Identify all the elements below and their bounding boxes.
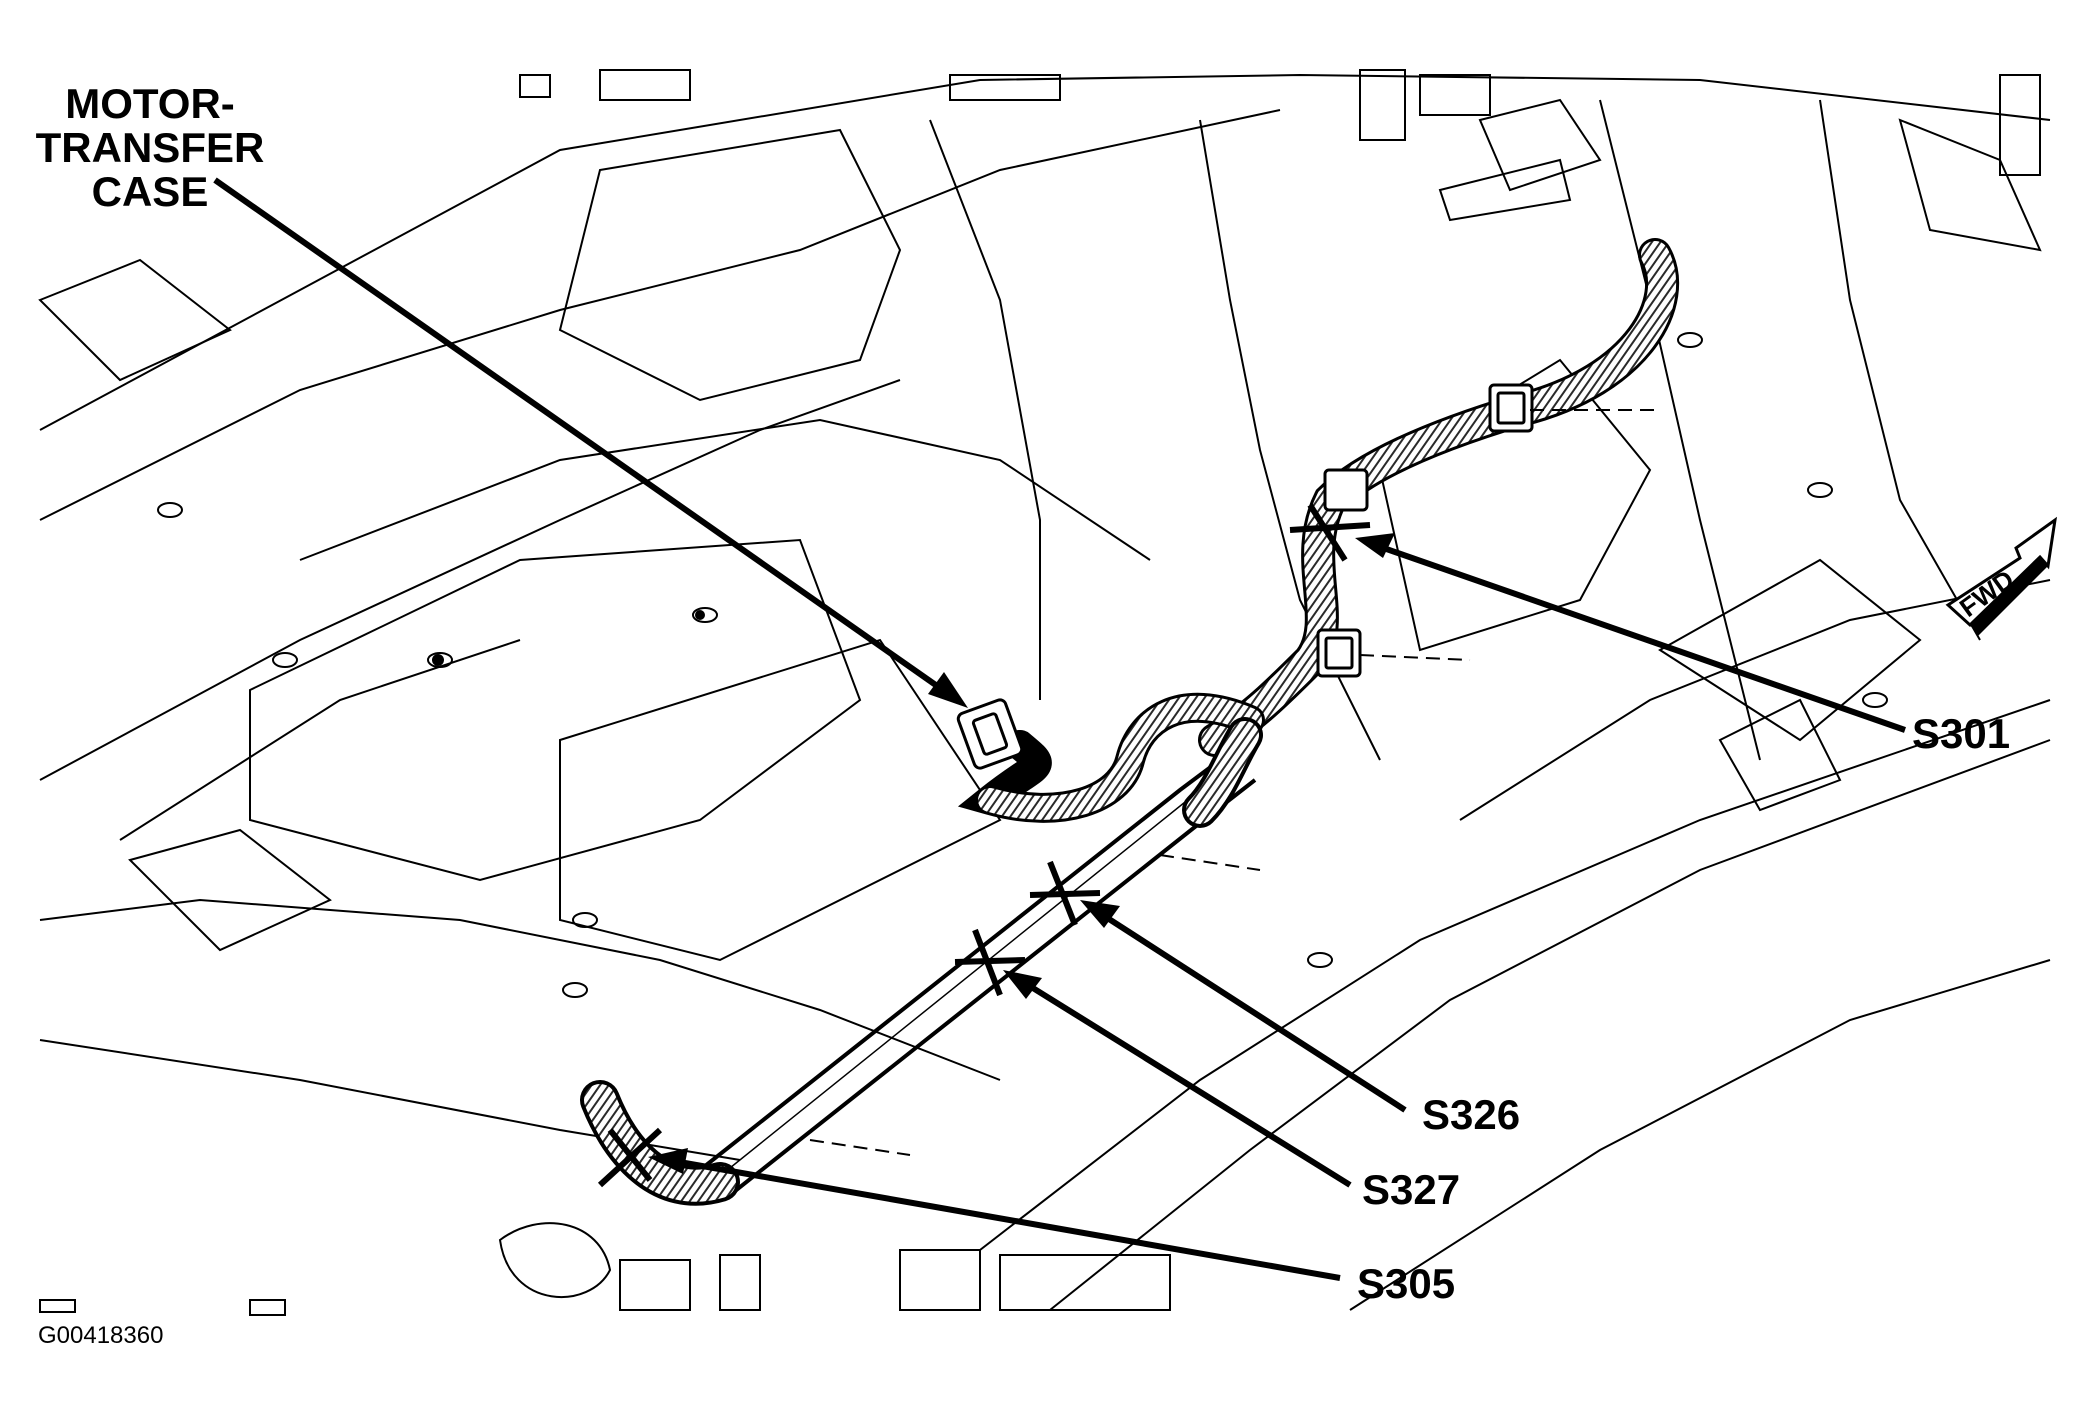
motor-transfer-case-callout: MOTOR- TRANSFER CASE <box>30 80 270 216</box>
motor-transfer-case-connector <box>956 698 1024 770</box>
s305-callout: S305 <box>1357 1260 1456 1307</box>
harness-main-tube <box>698 758 1257 1197</box>
motor-callout-line2: TRANSFER <box>35 124 265 172</box>
fastener-holes <box>157 332 1888 998</box>
connector-dash-leaders <box>809 409 1660 1156</box>
splice-markers <box>597 503 1371 1188</box>
harness-neck-hatch <box>1186 721 1259 824</box>
border-artifacts <box>39 69 2041 1316</box>
connector-upper <box>1323 383 1534 512</box>
motor-callout-line3: CASE <box>91 168 209 216</box>
leader-lines <box>213 177 1906 1281</box>
figure-id: G00418360 <box>38 1322 164 1349</box>
forward-direction-arrow: FWD <box>1945 516 2058 636</box>
harness-motor-branch-hatch <box>978 695 1262 820</box>
motor-callout-line1: MOTOR- <box>65 80 235 127</box>
vehicle-floor-pan <box>38 73 2051 1311</box>
harness-lower-end-hatch <box>584 1084 736 1202</box>
s327-callout: S327 <box>1362 1166 1461 1213</box>
leader-arrowheads <box>648 533 1395 1174</box>
connector-lower <box>1316 628 1362 678</box>
harness-upper <box>1198 238 1680 757</box>
s326-callout: S326 <box>1422 1091 1521 1138</box>
s301-callout: S301 <box>1912 710 2011 757</box>
